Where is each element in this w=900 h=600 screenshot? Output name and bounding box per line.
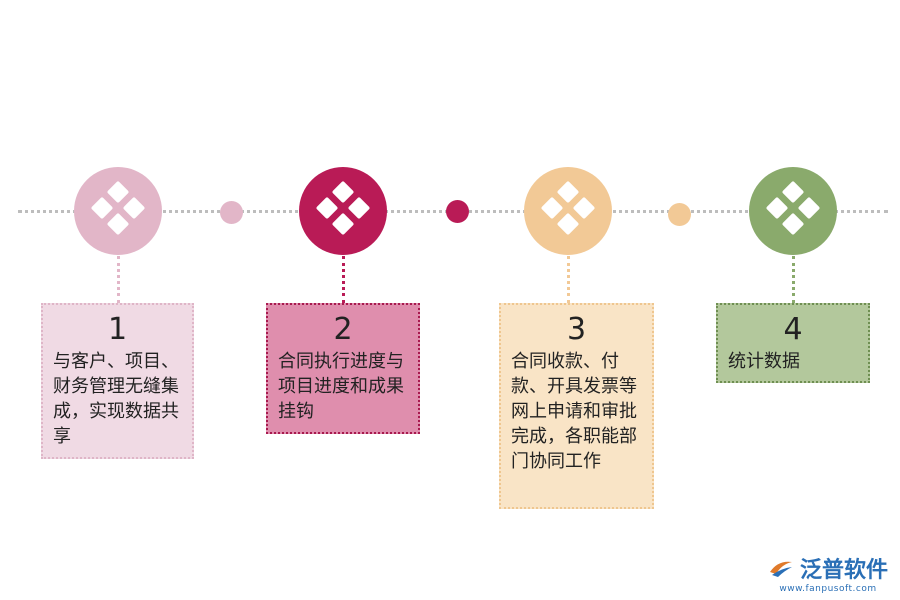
step-2-card: 2 合同执行进度与项目进度和成果挂钩 xyxy=(266,303,420,434)
step-2-number: 2 xyxy=(333,312,353,347)
swoosh-logo-icon xyxy=(769,561,792,577)
step-3-circle xyxy=(524,167,612,255)
step-1-text: 与客户、项目、财务管理无缝集成，实现数据共享 xyxy=(53,351,179,447)
step-4-text: 统计数据 xyxy=(728,351,800,372)
step-3-text: 合同收款、付款、开具发票等网上申请和审批完成，各职能部门协同工作 xyxy=(511,351,637,472)
brand-url: www.fanpusoft.com xyxy=(779,584,877,594)
timeline-dot-1 xyxy=(220,201,243,224)
step-4-number: 4 xyxy=(783,312,803,347)
step-3-connector xyxy=(567,256,570,303)
step-1-card: 1 与客户、项目、财务管理无缝集成，实现数据共享 xyxy=(41,303,194,459)
step-2-circle xyxy=(299,167,387,255)
step-2-connector xyxy=(342,256,345,303)
brand-name: 泛普软件 xyxy=(799,558,888,583)
timeline-dot-2 xyxy=(446,200,469,223)
step-4-connector xyxy=(792,256,795,303)
step-1-connector xyxy=(117,256,120,303)
step-2-text: 合同执行进度与项目进度和成果挂钩 xyxy=(278,351,404,422)
step-4-card: 4 统计数据 xyxy=(716,303,870,383)
step-1-number: 1 xyxy=(107,312,128,347)
step-4-circle xyxy=(749,167,837,255)
step-3-card: 3 合同收款、付款、开具发票等网上申请和审批完成，各职能部门协同工作 xyxy=(499,303,654,509)
timeline-dot-3 xyxy=(668,203,691,226)
step-1-circle xyxy=(74,167,162,255)
step-3-number: 3 xyxy=(566,312,587,347)
brand-logo: 泛普软件 www.fanpusoft.com xyxy=(768,552,888,594)
